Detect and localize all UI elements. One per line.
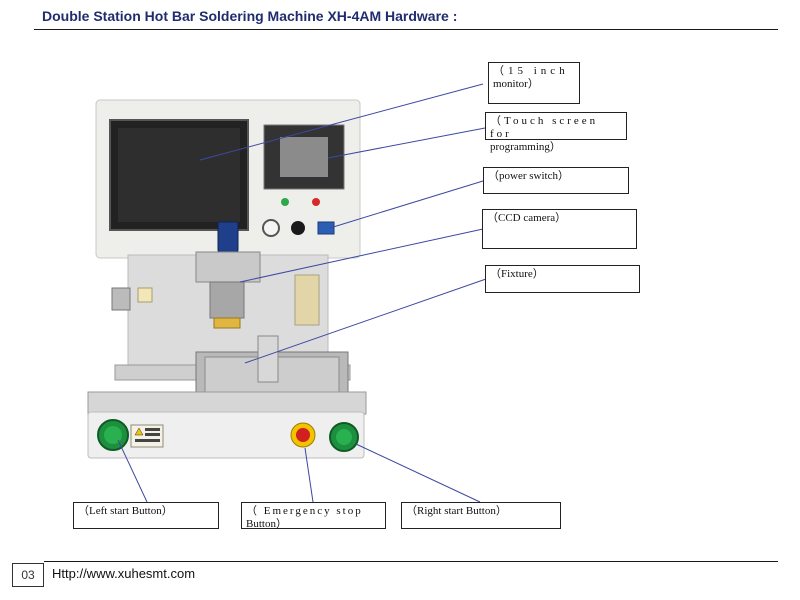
control-knob (291, 221, 305, 235)
caution-panel (294, 274, 320, 326)
power-switch (317, 221, 335, 235)
touch-screen-callout-line2: programming） (490, 141, 561, 153)
monitor-callout-line1: （15 inch (493, 65, 569, 77)
website-url: Http://www.xuhesmt.com (52, 566, 196, 581)
left-start-callout-text: （Left start Button） (78, 505, 173, 517)
touch-screen-callout-line1: （Touch screen for (490, 115, 599, 140)
fixture-callout: （Fixture） (485, 265, 640, 293)
page-number: 03 (12, 563, 44, 587)
ccd-camera (217, 221, 239, 253)
emergency-stop-callout-line1: （ Emergency stop (246, 505, 363, 517)
page-title: Double Station Hot Bar Soldering Machine… (42, 8, 458, 24)
green-indicator-light (281, 198, 289, 206)
callout-lines (117, 83, 487, 503)
emergency-stop-callout-line2: Button） (246, 518, 287, 530)
touch-screen-callout: （Touch screen for programming） (485, 112, 627, 153)
pressure-gauge (262, 219, 280, 237)
power-switch-callout-text: （power switch） (488, 170, 569, 182)
ccd-camera-callout-text: （CCD camera） (487, 212, 567, 224)
left-start-callout: （Left start Button） (73, 502, 219, 529)
red-indicator-light (312, 198, 320, 206)
header-divider (34, 29, 778, 30)
ccd-camera-callout: （CCD camera） (482, 209, 637, 249)
footer-divider (44, 561, 778, 562)
right-start-callout: （Right start Button） (401, 502, 561, 529)
monitor-callout-line2: monitor） (493, 78, 539, 90)
fixture-callout-text: （Fixture） (490, 268, 544, 280)
right-start-callout-text: （Right start Button） (406, 505, 507, 517)
monitor-callout: （15 inch monitor） (488, 62, 580, 104)
emergency-stop-callout: （ Emergency stop Button） (241, 502, 386, 530)
power-switch-callout: （power switch） (483, 167, 629, 194)
